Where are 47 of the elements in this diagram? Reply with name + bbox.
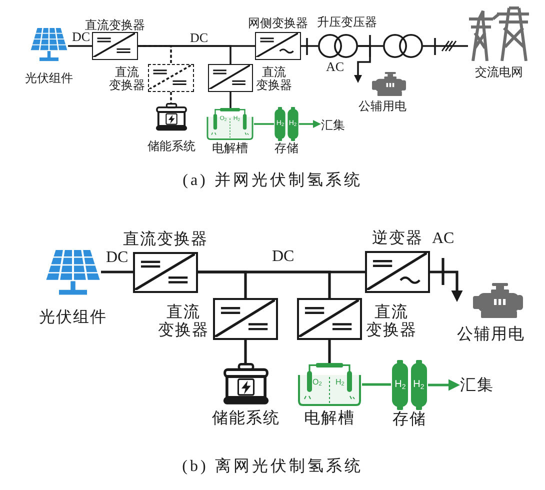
connector-line <box>101 270 133 274</box>
node-label: 直流变换器 <box>109 66 146 92</box>
connector-line <box>68 45 92 47</box>
node-label: 电解槽 <box>212 142 248 156</box>
formula-label: H$_{2}$ <box>413 380 424 390</box>
voltage-label: AC <box>326 60 344 74</box>
node-label: 直流变换器 <box>256 66 293 92</box>
node-label: 公辅用电 <box>457 326 525 344</box>
node-label: 交流电网 <box>475 66 523 80</box>
figure-caption: (b) 离网光伏制氢系统 <box>182 458 363 476</box>
node-label: 电解槽 <box>304 410 355 428</box>
connector-line <box>328 340 331 363</box>
arrow <box>354 45 371 83</box>
node-label: 储能系统 <box>212 410 280 428</box>
edge-label: DC <box>190 31 208 44</box>
node-label: 存储 <box>274 142 298 156</box>
node-label: 逆变器 <box>372 230 423 248</box>
connector-line <box>230 92 232 108</box>
node-label: 汇集 <box>321 117 347 133</box>
connector-line <box>423 45 468 47</box>
node-label: 网侧变换器 <box>248 16 308 30</box>
node-label: 直流变换器 <box>85 18 145 32</box>
arrow <box>299 120 321 128</box>
node-label: 直流变换器 <box>123 231 208 249</box>
node-label: 汇集 <box>460 376 496 395</box>
connector-line <box>254 123 274 125</box>
node-label: 存储 <box>392 411 426 429</box>
connector-line <box>138 45 232 64</box>
connector-line <box>198 270 331 298</box>
node-label: 储能系统 <box>148 140 196 154</box>
formula-label: H$_{2}$ <box>394 380 406 390</box>
formula-label: O$_{2}$ <box>312 378 322 388</box>
arrow <box>430 270 463 302</box>
connector-line <box>362 383 391 386</box>
node-label: 光伏组件 <box>25 72 73 86</box>
figure-caption: (a) 并网光伏制氢系统 <box>182 172 362 190</box>
node-label: 升压变压器 <box>317 16 377 29</box>
connector-line <box>170 92 172 103</box>
node-label: 直流变换器 <box>158 304 210 340</box>
connector-line <box>301 45 318 47</box>
formula-label: H$_{2}$ <box>335 378 344 388</box>
arrow <box>428 379 460 391</box>
node-label: 光伏组件 <box>39 309 107 327</box>
node-label: 公辅用电 <box>358 100 406 114</box>
edge-label: DC <box>72 30 90 43</box>
connector-line <box>244 340 247 363</box>
node-label: 直流变换器 <box>366 304 418 340</box>
